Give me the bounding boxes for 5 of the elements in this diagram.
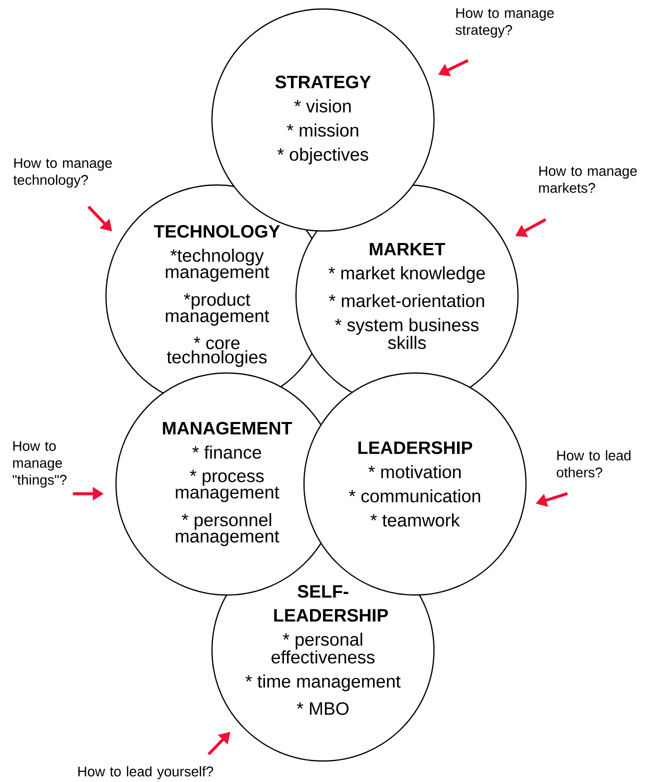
question-text: How to manage "things"? bbox=[12, 441, 67, 488]
question-text: How to manage markets? bbox=[539, 166, 637, 193]
question-text: How to lead others? bbox=[556, 450, 630, 478]
question-text: How to manage strategy? bbox=[456, 8, 554, 38]
question-text: How to lead yourself? bbox=[78, 766, 214, 780]
